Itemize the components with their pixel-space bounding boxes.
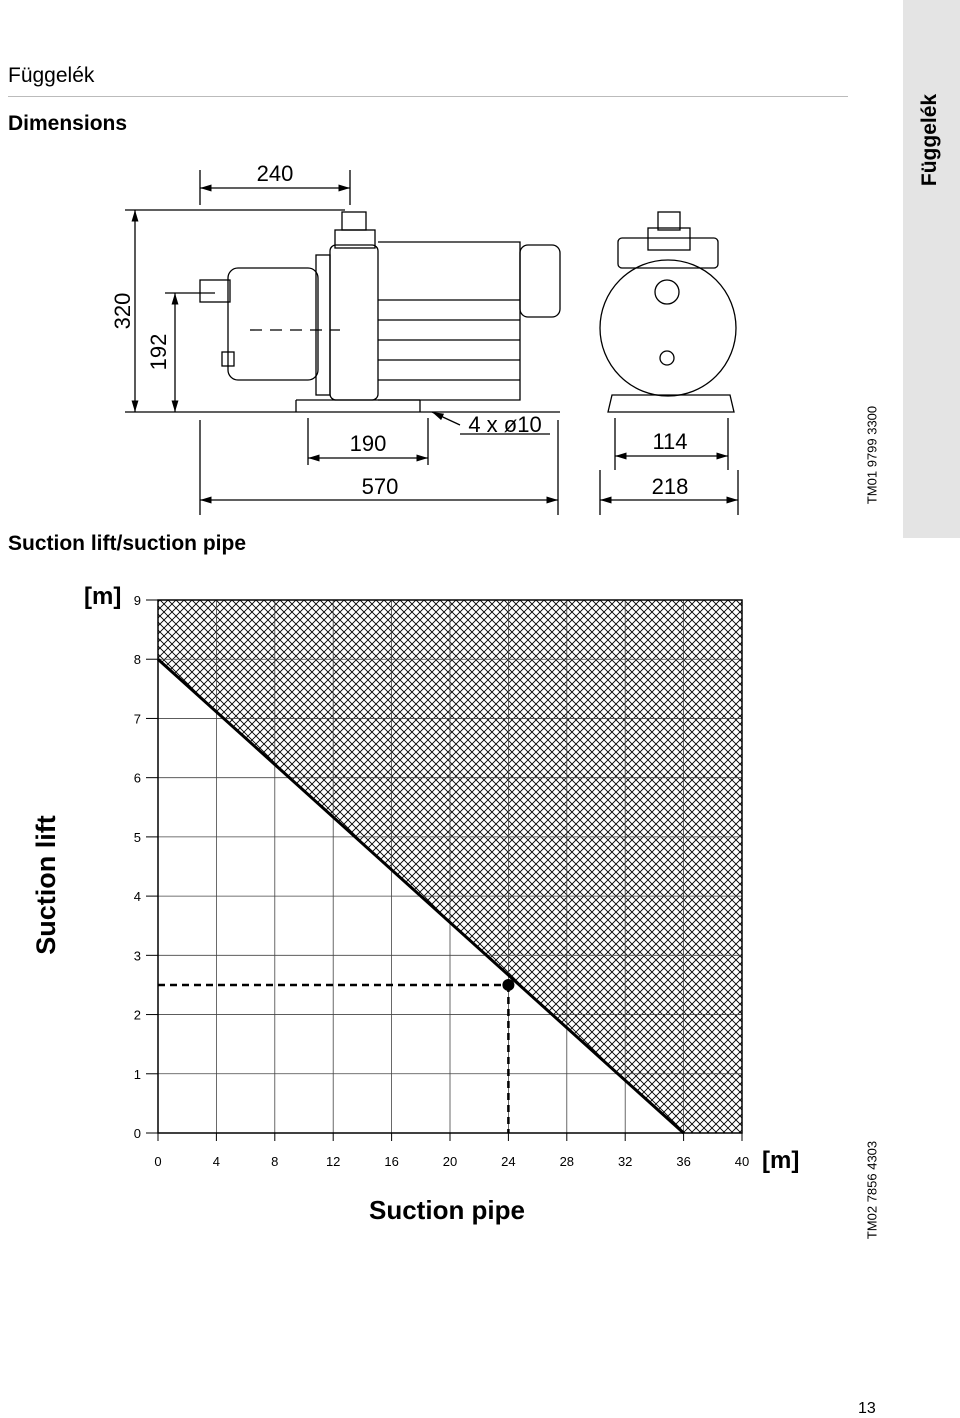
pump-dimension-drawing: 240 320 192 190 4 x ø10 570 114 218 — [110, 161, 739, 515]
header-title: Függelék — [8, 64, 95, 87]
x-unit-label: [m] — [762, 1147, 799, 1174]
section-dimensions-heading: Dimensions — [8, 112, 128, 135]
series-line — [156, 658, 685, 1135]
y-tick-label: 2 — [134, 1008, 141, 1023]
x-tick-label: 12 — [326, 1154, 340, 1169]
section-suction-heading: Suction lift/suction pipe — [8, 532, 246, 555]
side-tab — [903, 0, 960, 538]
dim-320: 320 — [110, 293, 135, 330]
y-axis-title: Suction lift — [31, 815, 61, 954]
dim-190: 190 — [350, 431, 387, 456]
x-tick-label: 36 — [676, 1154, 690, 1169]
x-tick-label: 20 — [443, 1154, 457, 1169]
y-tick-label: 7 — [134, 711, 141, 726]
y-tick-label: 5 — [134, 830, 141, 845]
dim-240: 240 — [257, 161, 294, 186]
x-tick-label: 16 — [384, 1154, 398, 1169]
y-tick-label: 8 — [134, 652, 141, 667]
example-point — [502, 978, 515, 991]
chart-code: TM02 7856 4303 — [864, 1140, 880, 1240]
y-tick-label: 6 — [134, 771, 141, 786]
dim-holes: 4 x ø10 — [468, 412, 541, 437]
y-tick-label: 4 — [134, 889, 141, 904]
x-tick-label: 40 — [735, 1154, 749, 1169]
x-tick-label: 24 — [501, 1154, 515, 1169]
y-tick-label: 0 — [134, 1126, 141, 1141]
x-tick-label: 8 — [271, 1154, 278, 1169]
x-tick-label: 28 — [560, 1154, 574, 1169]
shaded-region — [158, 600, 742, 1133]
y-tick-label: 3 — [134, 948, 141, 963]
plot-frame — [157, 599, 743, 1134]
y-unit-label: [m] — [84, 583, 121, 610]
dim-570: 570 — [362, 474, 399, 499]
dim-218: 218 — [652, 474, 689, 499]
dim-192: 192 — [146, 334, 171, 371]
x-tick-label: 32 — [618, 1154, 632, 1169]
page-number: 13 — [858, 1400, 876, 1417]
y-tick-label: 9 — [134, 593, 141, 608]
header-rule — [8, 96, 848, 97]
x-tick-label: 4 — [213, 1154, 220, 1169]
x-tick-label: 0 — [154, 1154, 161, 1169]
y-tick-label: 1 — [134, 1067, 141, 1082]
dim-114: 114 — [652, 429, 687, 454]
x-axis-title: Suction pipe — [369, 1195, 525, 1225]
